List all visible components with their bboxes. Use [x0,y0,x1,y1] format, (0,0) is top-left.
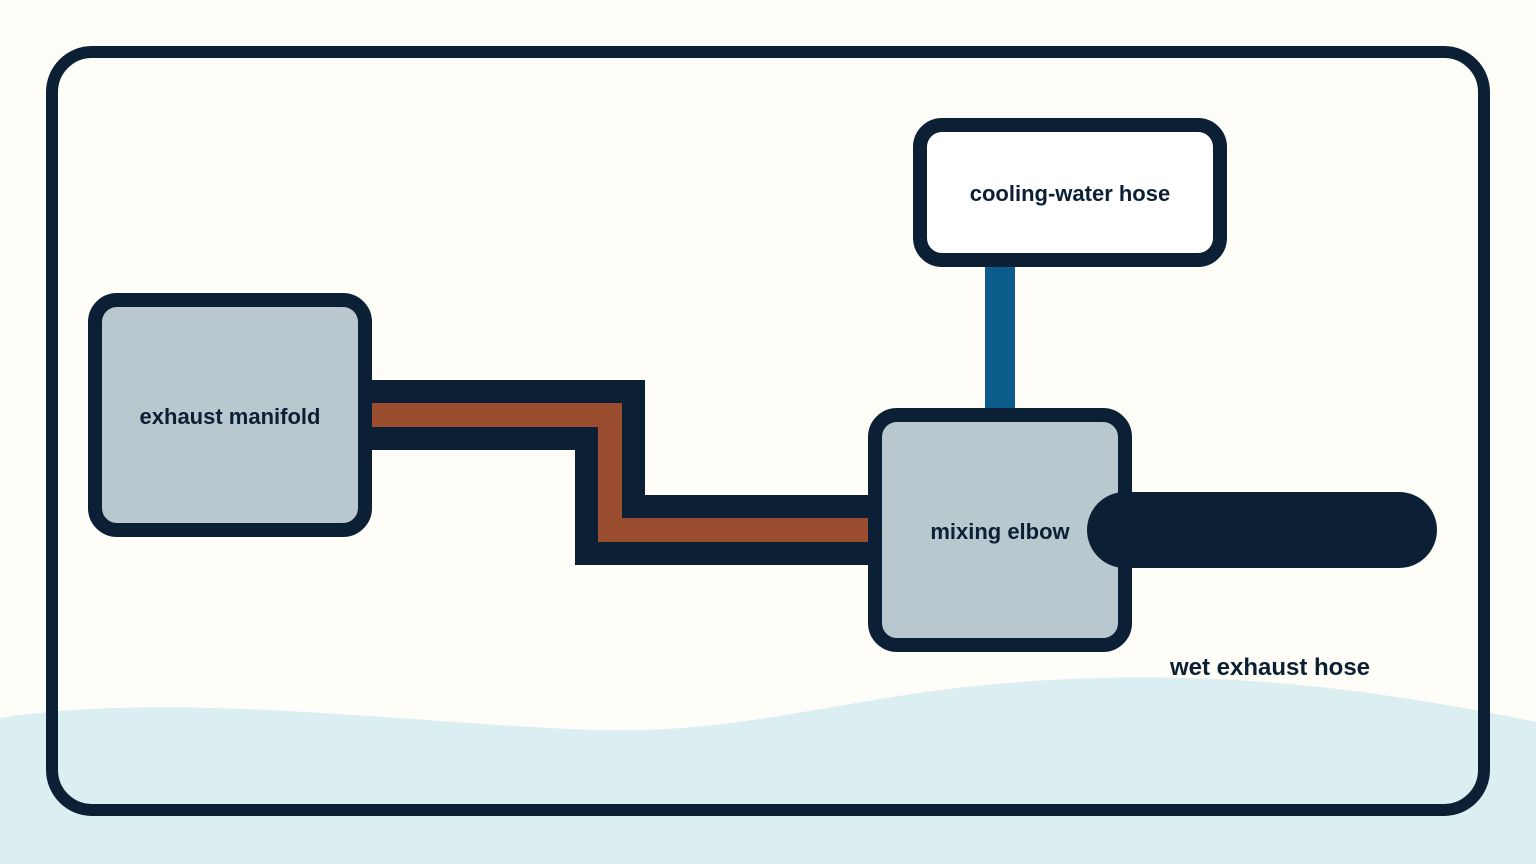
cooling-water-hose: cooling-water hose [913,118,1227,267]
water-wave [0,677,1536,864]
mixing-elbow-label: mixing elbow [930,519,1070,544]
exhaust-manifold-box [88,293,372,537]
diagram-frame [46,46,1490,816]
dry-exhaust-pipe-core [362,403,875,542]
wet-exhaust-hose-pipe [1087,492,1437,568]
cooling-water-hose-label: cooling-water hose [970,181,1170,206]
exhaust-manifold-label: exhaust manifold [140,404,321,429]
wet-exhaust-hose-label: wet exhaust hose [1169,654,1370,681]
exhaust-manifold: exhaust manifold [88,293,372,537]
cooling-water-hose-box [913,118,1227,267]
